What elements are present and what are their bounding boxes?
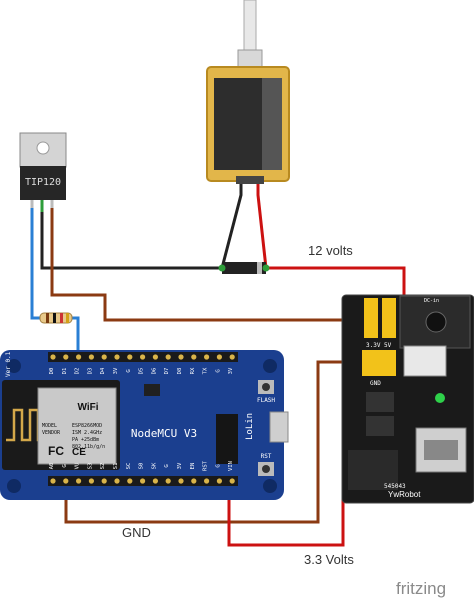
pm-label-dcin: DC-in [424, 298, 439, 304]
nodemcu-flash-label: FLASH [257, 397, 275, 404]
model-value-0: ESP8266MOD [72, 423, 102, 429]
pin-top-pad [178, 354, 184, 360]
pin-bottom-pad [76, 478, 82, 484]
pin-bottom-pad [88, 478, 94, 484]
pin-top-label: D5 [139, 368, 145, 375]
pin-bottom-label: G [164, 464, 170, 467]
wire-brown-gnd [64, 360, 360, 524]
pin-top-pad [63, 354, 69, 360]
nodemcu-bottom-pins: A0 G VU S3 S2 S1 SC S0 SK G 3V EN RST G VIN [49, 460, 235, 484]
pin-top-label: 3V [113, 367, 119, 374]
resistor [39, 312, 73, 324]
model-value-2: PA +25dBm [72, 437, 99, 443]
pin-bottom-pad [114, 478, 120, 484]
pin-top-label: RX [190, 367, 196, 374]
pin-top-label: TX [203, 367, 209, 374]
pin-bottom-label: S0 [139, 463, 145, 470]
model-line-0: MODEL [42, 423, 57, 429]
pin-bottom-pad [63, 478, 69, 484]
fc-logo: FC [48, 444, 64, 458]
pin-top-pad [216, 354, 222, 360]
model-value-1: ISM 2.4GHz [72, 430, 102, 436]
wire-black-solenoid [220, 182, 243, 269]
pin-bottom-pad [178, 478, 184, 484]
pin-bottom-pad [101, 478, 107, 484]
pin-top-pad [204, 354, 210, 360]
label-12-volts: 12 volts [308, 243, 353, 258]
pin-bottom-label: EN [190, 463, 196, 470]
label-gnd: GND [122, 525, 151, 540]
pin-bottom-label: G [62, 464, 68, 467]
pin-top-label: D8 [177, 368, 183, 375]
pin-top-label: D1 [62, 368, 68, 375]
power-module [341, 294, 474, 504]
pin-top-label: D7 [164, 368, 170, 375]
wire-brown-emitter [50, 205, 372, 322]
pin-bottom-pad [229, 478, 235, 484]
ce-logo: CE [72, 447, 86, 458]
pin-bottom-label: A0 [49, 463, 55, 470]
diode [218, 262, 270, 274]
wire-blue-d1 [70, 316, 80, 353]
pin-top-label: G [126, 369, 132, 372]
pin-bottom-pad [191, 478, 197, 484]
pin-bottom-pad [50, 478, 56, 484]
pin-top-label: G [215, 369, 221, 372]
pin-bottom-label: VIN [228, 461, 234, 471]
pin-bottom-label: 3V [177, 462, 183, 469]
transistor-label: TIP120 [25, 177, 61, 188]
pin-top-label: D3 [87, 368, 93, 375]
fritzing-watermark: fritzing [396, 579, 446, 598]
pin-bottom-pad [204, 478, 210, 484]
label-3-3-volts: 3.3 Volts [304, 552, 354, 567]
pin-top-pad [76, 354, 82, 360]
pin-top-pad [229, 354, 235, 360]
nodemcu-brand: LoLin [245, 413, 255, 440]
nodemcu-version: Ver 0.1 [5, 351, 12, 377]
wire-red-solenoid [256, 182, 268, 269]
pin-bottom-label: SC [126, 463, 132, 470]
pin-top-pad [140, 354, 146, 360]
pin-top-pad [50, 354, 56, 360]
wire-black-transistor [40, 205, 222, 270]
pm-label-gnd: GND [370, 380, 381, 387]
pin-bottom-label: G [215, 464, 221, 467]
model-value-3: 802.11b/g/n [72, 444, 105, 450]
model-line-1: VENDOR [42, 430, 61, 436]
pin-top-label: D2 [75, 368, 81, 375]
pm-brand: YwRobot [388, 490, 421, 499]
pin-bottom-pad [152, 478, 158, 484]
pin-top-label: D4 [100, 367, 106, 374]
pm-label-code: 545043 [384, 483, 406, 490]
pin-bottom-pad [165, 478, 171, 484]
wifi-logo-text: WiFi [77, 402, 98, 413]
pin-bottom-label: RST [203, 460, 209, 471]
pin-top-pad [127, 354, 133, 360]
pin-top-pad [165, 354, 171, 360]
nodemcu-top-pins: D0 D1 D2 D3 D4 3V G D5 D6 D7 D8 RX TX G 3V [49, 354, 235, 374]
pin-bottom-label: S2 [100, 463, 106, 470]
pin-top-pad [114, 354, 120, 360]
pin-top-label: 3V [228, 367, 234, 374]
nodemcu-title: NodeMCU V3 [131, 427, 197, 440]
pin-bottom-label: S3 [87, 463, 93, 470]
pin-bottom-pad [127, 478, 133, 484]
pin-bottom-label: VU [75, 463, 81, 470]
pin-top-pad [152, 354, 158, 360]
pin-bottom-pad [140, 478, 146, 484]
transistor-tip120 [19, 132, 67, 208]
pin-top-pad [101, 354, 107, 360]
nodemcu-rst-label: RST [261, 453, 272, 460]
pm-label-5v: 5V [384, 342, 392, 349]
pin-top-label: D6 [151, 368, 157, 375]
pin-top-pad [88, 354, 94, 360]
pin-bottom-pad [216, 478, 222, 484]
solenoid [206, 0, 290, 184]
pin-top-pad [191, 354, 197, 360]
pm-label-33v: 3.3V [366, 342, 381, 349]
pin-bottom-label: S1 [113, 463, 119, 470]
pin-top-label: D0 [49, 368, 55, 375]
pin-bottom-label: SK [151, 462, 157, 469]
